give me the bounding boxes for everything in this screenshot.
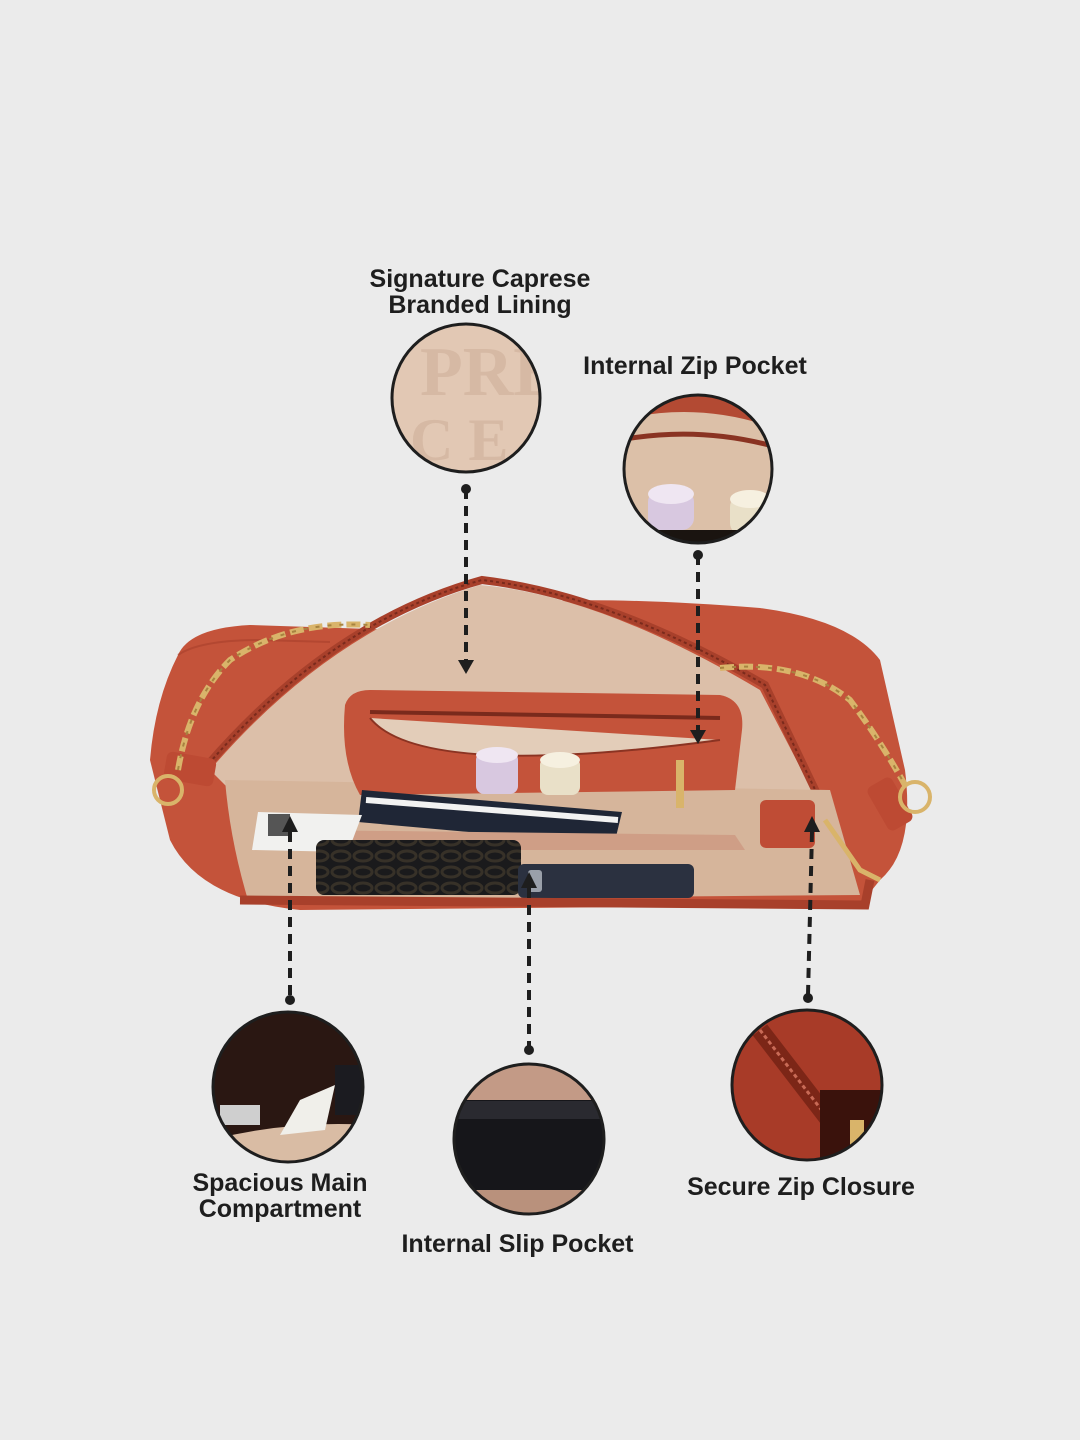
pointer-lining bbox=[458, 484, 474, 674]
label-slip-pocket: Internal Slip Pocket bbox=[380, 1231, 655, 1257]
pointer-zip-closure bbox=[803, 816, 820, 1003]
pointer-main-compartment bbox=[282, 816, 298, 1005]
handbag bbox=[150, 575, 932, 910]
strap-tab-right bbox=[867, 777, 913, 831]
lining-detail-circle: PRE C E bbox=[390, 322, 542, 474]
svg-text:C E: C E bbox=[410, 407, 508, 473]
pointer-zip-pocket bbox=[690, 550, 706, 744]
label-main-compartment-line1: Spacious Main bbox=[192, 1169, 368, 1197]
lower-zipper bbox=[239, 879, 875, 910]
label-zip-pocket-line1: Internal Zip Pocket bbox=[583, 352, 807, 380]
label-main-compartment-line2: Compartment bbox=[198, 1195, 362, 1223]
pointer-slip-pocket bbox=[521, 872, 537, 1055]
label-main-compartment: Spacious Main Compartment bbox=[160, 1170, 400, 1222]
label-zip-closure: Secure Zip Closure bbox=[670, 1174, 932, 1200]
phone bbox=[518, 864, 694, 898]
slip-pocket-detail-circle bbox=[452, 1062, 606, 1216]
label-slip-pocket-line1: Internal Slip Pocket bbox=[401, 1230, 634, 1258]
zip-closure-detail-circle bbox=[730, 1008, 884, 1162]
label-zip-closure-line1: Secure Zip Closure bbox=[687, 1173, 915, 1201]
label-zip-pocket: Internal Zip Pocket bbox=[560, 353, 830, 379]
ring-left bbox=[152, 774, 184, 806]
label-lining: Signature Caprese Branded Lining bbox=[330, 266, 630, 318]
notebook bbox=[358, 790, 622, 845]
ring-right bbox=[898, 780, 932, 814]
zip-pocket-detail-circle bbox=[622, 393, 774, 545]
wallet bbox=[316, 840, 521, 895]
chain-strap-right bbox=[719, 663, 908, 787]
label-lining-line2: Branded Lining bbox=[388, 291, 572, 319]
label-lining-line1: Signature Caprese bbox=[369, 265, 591, 293]
main-compartment-detail-circle bbox=[211, 1010, 365, 1164]
